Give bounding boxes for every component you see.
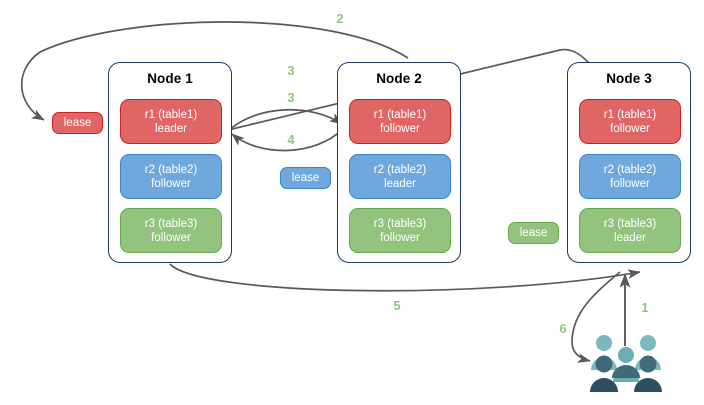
arrow-step-3-lower bbox=[227, 109, 343, 132]
replica-name: r2 (table2) bbox=[144, 163, 198, 176]
lease-label: lease bbox=[291, 172, 320, 184]
replica-role: leader bbox=[384, 177, 416, 190]
users-icon bbox=[590, 335, 662, 392]
arrow-step-5 bbox=[169, 263, 641, 292]
replica-node1-r1[interactable]: r1 (table1) leader bbox=[120, 99, 222, 144]
replica-role: leader bbox=[155, 122, 187, 135]
replica-role: follower bbox=[380, 122, 420, 135]
users-icon-center-front-body bbox=[612, 365, 640, 378]
lease-chip-green[interactable]: lease bbox=[508, 222, 559, 244]
lease-label: lease bbox=[63, 117, 92, 129]
replica-role: follower bbox=[610, 122, 650, 135]
step-label-2: 2 bbox=[336, 11, 344, 26]
replica-name: r2 (table2) bbox=[373, 163, 427, 176]
step-label-1: 1 bbox=[641, 300, 649, 315]
replica-name: r3 (table3) bbox=[603, 217, 657, 230]
replica-role: follower bbox=[610, 177, 650, 190]
replica-node2-r2[interactable]: r2 (table2) leader bbox=[349, 154, 451, 199]
replica-role: follower bbox=[151, 177, 191, 190]
replica-name: r1 (table1) bbox=[603, 108, 657, 121]
replica-role: follower bbox=[151, 231, 191, 244]
node-title: Node 2 bbox=[376, 71, 422, 86]
lease-label: lease bbox=[519, 227, 548, 239]
replica-node3-r2[interactable]: r2 (table2) follower bbox=[579, 154, 681, 199]
node-title: Node 3 bbox=[606, 71, 652, 86]
replica-name: r1 (table1) bbox=[144, 108, 198, 121]
step-label-5: 5 bbox=[393, 298, 401, 313]
replica-node3-r1[interactable]: r1 (table1) follower bbox=[579, 99, 681, 144]
replica-node1-r3[interactable]: r3 (table3) follower bbox=[120, 208, 222, 253]
lease-chip-blue[interactable]: lease bbox=[280, 167, 331, 189]
replica-name: r3 (table3) bbox=[373, 217, 427, 230]
lease-chip-red[interactable]: lease bbox=[52, 112, 103, 134]
replica-node3-r3[interactable]: r3 (table3) leader bbox=[579, 208, 681, 253]
step-label-3-lower: 3 bbox=[287, 90, 295, 105]
step-label-4: 4 bbox=[287, 132, 295, 147]
replica-name: r2 (table2) bbox=[603, 163, 657, 176]
replica-name: r3 (table3) bbox=[144, 217, 198, 230]
step-label-3-upper: 3 bbox=[287, 63, 295, 78]
replica-role: leader bbox=[614, 231, 646, 244]
users-icon-front-bodies bbox=[590, 378, 662, 392]
replica-name: r1 (table1) bbox=[373, 108, 427, 121]
replica-node2-r3[interactable]: r3 (table3) follower bbox=[349, 208, 451, 253]
replica-node2-r1[interactable]: r1 (table1) follower bbox=[349, 99, 451, 144]
users-icon-front-row bbox=[595, 355, 657, 373]
replica-node1-r2[interactable]: r2 (table2) follower bbox=[120, 154, 222, 199]
node-title: Node 1 bbox=[147, 71, 193, 86]
replica-role: follower bbox=[380, 231, 420, 244]
step-label-6: 6 bbox=[559, 321, 567, 336]
